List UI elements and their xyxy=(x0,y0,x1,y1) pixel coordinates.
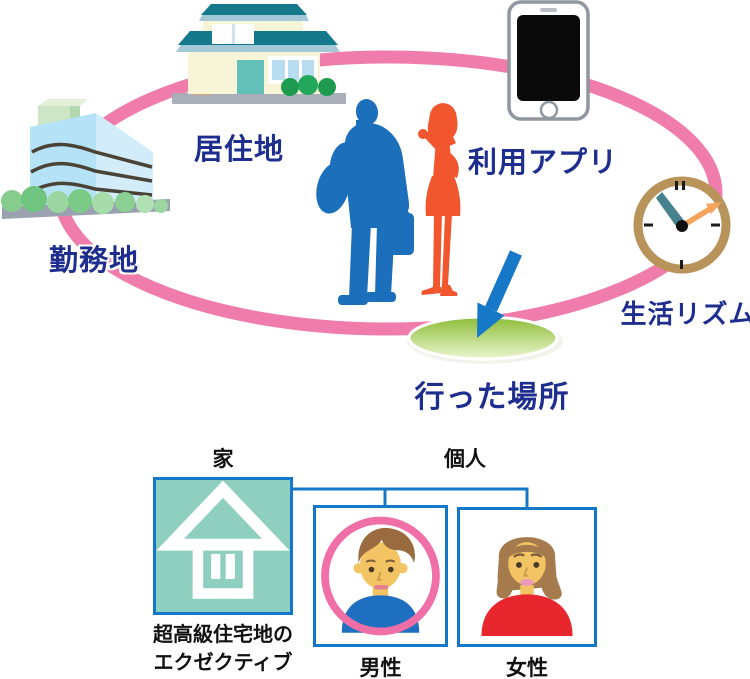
home-icon xyxy=(156,480,290,599)
highlight-ring xyxy=(321,516,440,636)
home-box xyxy=(153,477,293,615)
arrow-down-left-icon xyxy=(477,250,522,338)
label-individual-group: 個人 xyxy=(444,448,486,471)
female-avatar xyxy=(481,537,573,636)
male-box xyxy=(313,505,448,647)
orbit-illustration xyxy=(1,0,731,364)
label-residence: 居住地 xyxy=(193,134,284,166)
visited-place-spot xyxy=(407,315,563,364)
home-caption-line1: 超高級住宅地の xyxy=(153,624,293,646)
label-male: 男性 xyxy=(359,657,402,679)
label-home-group: 家 xyxy=(212,448,234,471)
office-building-icon xyxy=(1,99,170,219)
smartphone-icon xyxy=(507,0,590,121)
female-box xyxy=(457,507,597,647)
label-workplace: 勤務地 xyxy=(48,245,139,277)
label-female: 女性 xyxy=(506,657,548,679)
home-caption-line2: エクゼクティブ xyxy=(153,652,293,674)
man-silhouette xyxy=(316,99,414,305)
clock-icon xyxy=(633,176,731,274)
house-icon xyxy=(172,4,346,104)
label-used-apps: 利用アプリ xyxy=(467,147,618,179)
male-avatar xyxy=(321,516,440,636)
label-visited-places: 行った場所 xyxy=(414,381,570,414)
label-life-rhythm: 生活リズム xyxy=(620,299,750,329)
woman-silhouette xyxy=(418,103,461,296)
